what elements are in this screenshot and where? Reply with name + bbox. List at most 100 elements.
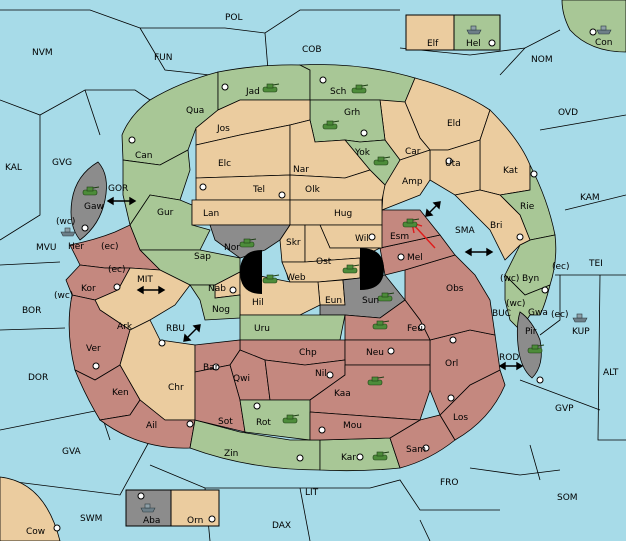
fleet-unit-kup[interactable] bbox=[572, 313, 588, 323]
label-mvu: MVU bbox=[36, 243, 57, 253]
label-lan: Lan bbox=[203, 209, 219, 219]
fleet-unit-aba[interactable] bbox=[140, 503, 156, 513]
label-eun: Eun bbox=[325, 296, 342, 306]
label-kar: Kar bbox=[341, 453, 356, 463]
label-car: Car bbox=[405, 147, 421, 157]
province-elf[interactable] bbox=[405, 14, 455, 51]
label-mit: MIT bbox=[137, 275, 153, 285]
army-unit-rot[interactable] bbox=[282, 414, 300, 424]
label-dor: DOR bbox=[28, 373, 48, 383]
label-bar: Bar bbox=[203, 363, 219, 373]
label-zin: Zin bbox=[224, 449, 238, 459]
label-bri: Bri bbox=[490, 221, 502, 231]
army-unit-web[interactable] bbox=[262, 274, 280, 284]
label-nom: NOM bbox=[531, 55, 553, 65]
province-ver[interactable] bbox=[68, 294, 131, 381]
army-unit-kar[interactable] bbox=[372, 451, 390, 461]
label-tei: TEI bbox=[588, 259, 603, 269]
label-gor: GOR bbox=[108, 184, 128, 194]
label-coast-byn-wc: (wc) bbox=[500, 274, 519, 284]
province-ail[interactable] bbox=[99, 399, 196, 449]
fleet-unit-con[interactable] bbox=[596, 25, 612, 35]
label-yok: Yok bbox=[354, 148, 371, 158]
label-ver: Ver bbox=[86, 344, 101, 354]
units-layer bbox=[60, 25, 612, 513]
label-ail: Ail bbox=[146, 421, 157, 431]
label-sam: Sam bbox=[406, 445, 426, 455]
label-swm: SWM bbox=[80, 514, 102, 524]
province-con[interactable] bbox=[561, 0, 626, 53]
label-sot: Sot bbox=[218, 417, 233, 427]
label-rbu: RBU bbox=[166, 324, 185, 334]
province-tel[interactable] bbox=[195, 174, 291, 201]
label-her: Her bbox=[68, 242, 84, 252]
province-neu[interactable] bbox=[344, 339, 431, 366]
province-bri[interactable] bbox=[454, 189, 531, 261]
label-con: Con bbox=[595, 38, 613, 48]
army-unit-pir[interactable] bbox=[527, 344, 545, 354]
label-gva: GVA bbox=[62, 447, 82, 457]
army-unit-esm[interactable] bbox=[402, 218, 420, 228]
label-gvp: GVP bbox=[555, 404, 574, 414]
label-uru: Uru bbox=[254, 324, 270, 334]
label-rod: ROD bbox=[499, 353, 519, 363]
label-nvm: NVM bbox=[32, 48, 53, 58]
fleet-unit-mvu[interactable] bbox=[60, 227, 76, 237]
province-byn[interactable] bbox=[504, 234, 557, 296]
province-los[interactable] bbox=[439, 369, 506, 441]
label-mel: Mel bbox=[407, 253, 423, 263]
label-coast-kor-wc: (wc) bbox=[54, 291, 73, 301]
label-elc: Elc bbox=[218, 159, 231, 169]
province-ken[interactable] bbox=[74, 364, 141, 421]
label-orn: Orn bbox=[187, 516, 203, 526]
label-lit: LIT bbox=[305, 488, 319, 498]
label-elf: Elf bbox=[427, 39, 439, 49]
province-zin[interactable] bbox=[189, 419, 321, 471]
label-orl: Orl bbox=[445, 359, 458, 369]
province-gaw[interactable] bbox=[70, 161, 107, 241]
coast-arrows bbox=[106, 196, 524, 371]
label-kor: Kor bbox=[81, 284, 96, 294]
army-unit-sun[interactable] bbox=[377, 292, 395, 302]
label-gvg: GVG bbox=[52, 158, 72, 168]
label-jos: Jos bbox=[216, 124, 230, 134]
province-pir[interactable] bbox=[516, 311, 542, 379]
province-qua[interactable] bbox=[121, 71, 219, 166]
army-unit-ost[interactable] bbox=[342, 264, 360, 274]
army-unit-feu[interactable] bbox=[372, 320, 390, 330]
label-rie: Rie bbox=[520, 202, 535, 212]
army-unit-gaw[interactable] bbox=[82, 186, 100, 196]
label-som: SOM bbox=[557, 493, 578, 503]
label-grh: Grh bbox=[344, 108, 360, 118]
fleet-unit-hel[interactable] bbox=[466, 25, 482, 35]
army-unit-sch[interactable] bbox=[351, 84, 369, 94]
label-neu: Neu bbox=[366, 348, 384, 358]
label-gwa: Gwa bbox=[528, 308, 548, 318]
label-coast-gwa-wc: (wc) bbox=[506, 299, 525, 309]
label-ost: Ost bbox=[316, 257, 332, 267]
labels: POL NVM FUN COB NOM OVD KAL GVG GOR KAM … bbox=[5, 13, 619, 537]
label-cow: Cow bbox=[26, 527, 45, 537]
province-grh[interactable] bbox=[309, 99, 386, 143]
label-coast-byn-ec: (ec) bbox=[552, 262, 570, 272]
supply-centers bbox=[53, 28, 597, 532]
label-chp: Chp bbox=[299, 348, 317, 358]
label-sap: Sap bbox=[194, 252, 211, 262]
label-coast-kor-ec: (ec) bbox=[108, 265, 126, 275]
army-unit-grh[interactable] bbox=[322, 120, 340, 130]
label-sma: SMA bbox=[455, 226, 475, 236]
label-nil: Nil bbox=[315, 369, 327, 379]
army-unit-yok[interactable] bbox=[373, 156, 391, 166]
province-gwa[interactable] bbox=[504, 274, 551, 331]
army-unit-jad[interactable] bbox=[262, 83, 280, 93]
province-nog[interactable] bbox=[189, 284, 241, 321]
label-gaw: Gaw bbox=[84, 202, 104, 212]
label-rot: Rot bbox=[256, 418, 271, 428]
label-kup: KUP bbox=[572, 327, 590, 337]
label-nab: Nab bbox=[208, 284, 226, 294]
label-ken: Ken bbox=[112, 388, 129, 398]
army-unit-kaa[interactable] bbox=[367, 376, 385, 386]
province-mou[interactable] bbox=[309, 411, 422, 441]
army-unit-nor[interactable] bbox=[239, 238, 257, 248]
